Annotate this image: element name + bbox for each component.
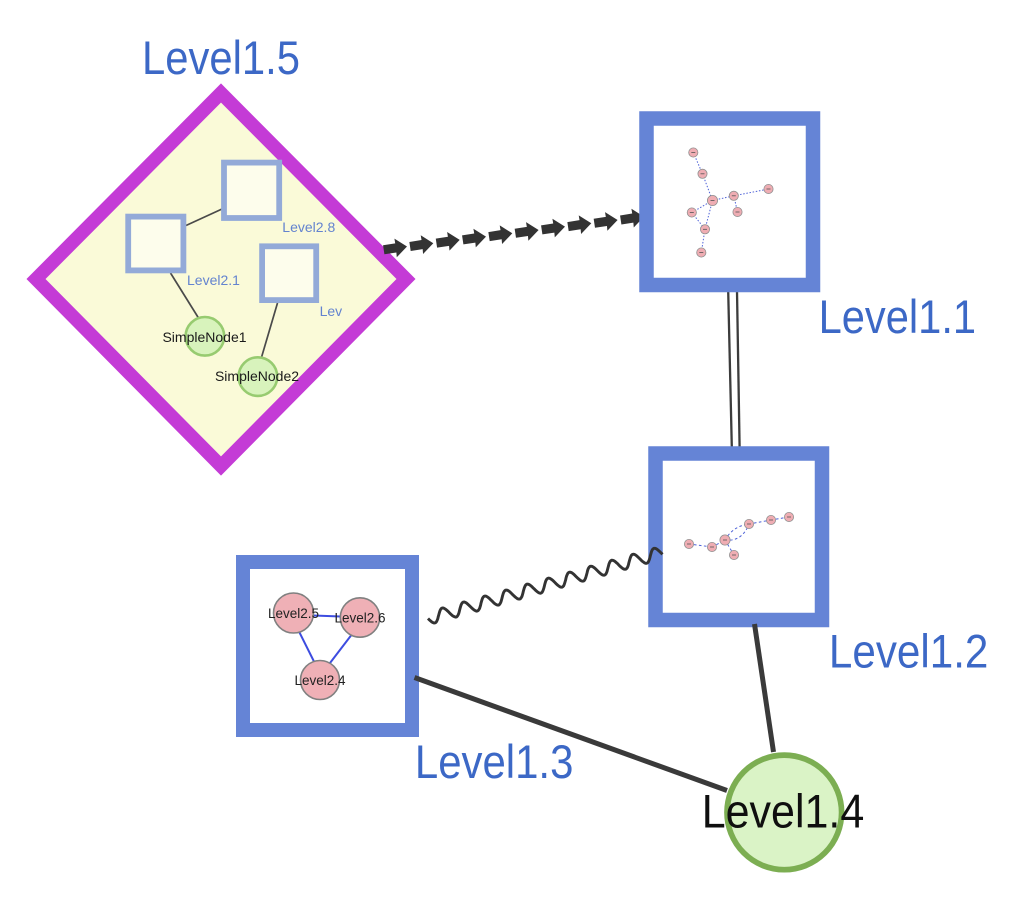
svg-text:Level2.1: Level2.1	[187, 272, 240, 288]
svg-text:Level1.5: Level1.5	[142, 31, 300, 84]
svg-text:Level2.8: Level2.8	[282, 219, 335, 235]
svg-text:Lev: Lev	[320, 303, 343, 319]
svg-text:Level1.3: Level1.3	[415, 735, 574, 788]
svg-text:SimpleNode2: SimpleNode2	[215, 368, 299, 384]
svg-text:Level1.4: Level1.4	[702, 785, 865, 838]
svg-text:Level1.1: Level1.1	[819, 290, 977, 343]
svg-text:Level2.5: Level2.5	[268, 606, 319, 621]
svg-text:Level2.6: Level2.6	[334, 611, 385, 626]
svg-text:SimpleNode1: SimpleNode1	[162, 329, 246, 345]
svg-text:Level2.4: Level2.4	[294, 673, 346, 688]
svg-text:Level1.2: Level1.2	[829, 625, 989, 678]
